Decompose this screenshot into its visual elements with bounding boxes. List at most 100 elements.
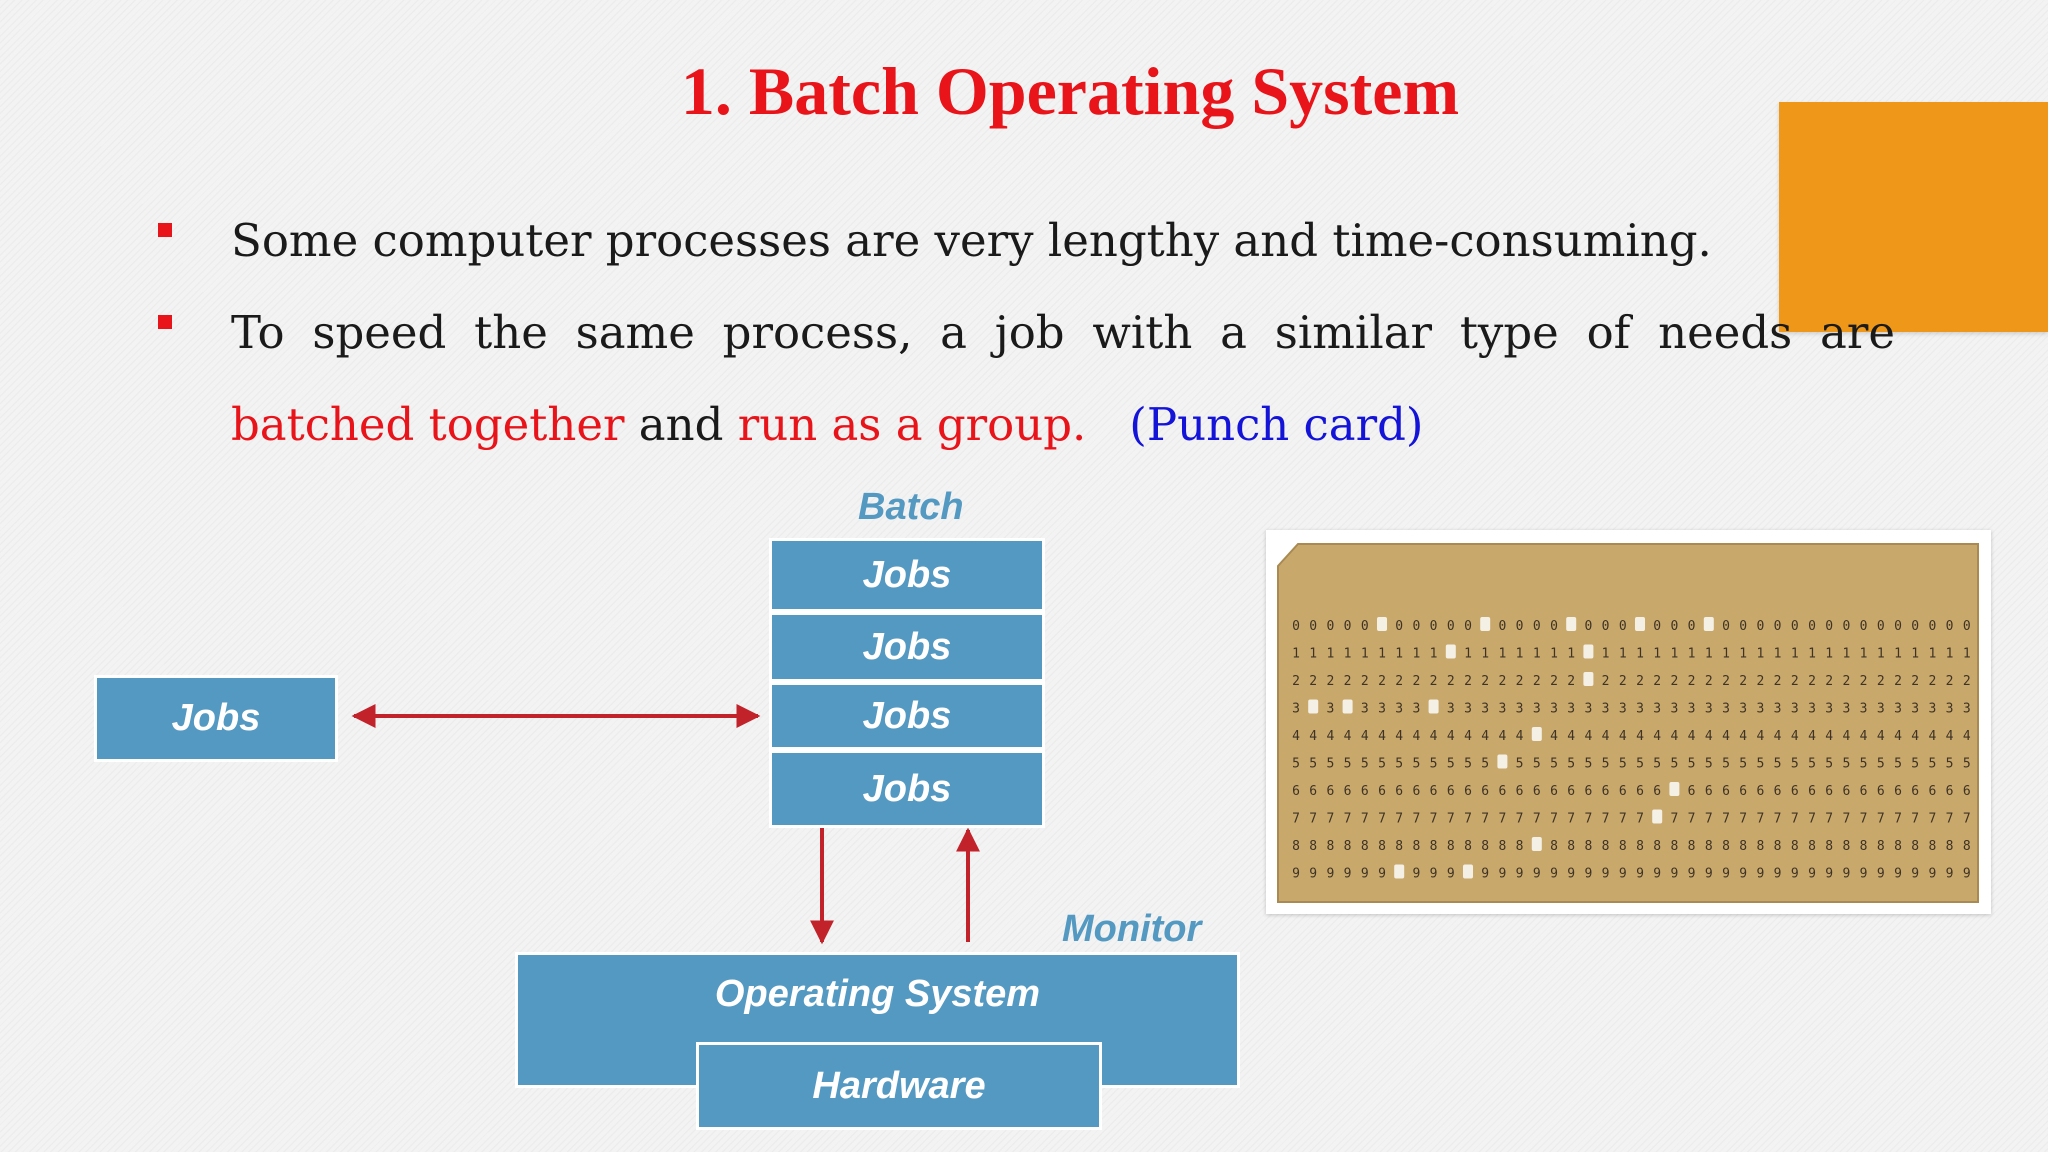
- punch-card-digit: 5: [1705, 757, 1713, 772]
- punch-card-digit: 9: [1412, 867, 1420, 882]
- punch-card-digit: 9: [1309, 867, 1317, 882]
- punch-card-digit: 7: [1464, 812, 1472, 827]
- punch-card-digit: 8: [1756, 839, 1764, 854]
- punch-card-digit: 5: [1344, 757, 1352, 772]
- punch-card-digit: 2: [1911, 674, 1919, 689]
- punch-card-digit: 0: [1756, 619, 1764, 634]
- punch-card-digit: 1: [1481, 647, 1489, 662]
- punch-card-digit: 3: [1739, 702, 1747, 717]
- punch-card-digit: 8: [1688, 839, 1696, 854]
- punch-card-digit: 4: [1670, 729, 1678, 744]
- punch-card-digit: 0: [1430, 619, 1438, 634]
- punch-card-digit: 2: [1946, 674, 1954, 689]
- punch-card-digit: 6: [1756, 784, 1764, 799]
- punch-card-digit: 5: [1326, 757, 1334, 772]
- punch-card-digit: 0: [1602, 619, 1610, 634]
- punch-card-digit: 9: [1516, 867, 1524, 882]
- punch-card-digit: 0: [1584, 619, 1592, 634]
- punched-hole: [1445, 644, 1456, 659]
- punch-card-digit: 8: [1464, 839, 1472, 854]
- punch-card-digit: 8: [1808, 839, 1816, 854]
- punch-card-digit: 2: [1498, 674, 1506, 689]
- punch-card-digit: 1: [1946, 647, 1954, 662]
- punch-card-digit: 7: [1550, 812, 1558, 827]
- punch-card-digit: 5: [1309, 757, 1317, 772]
- punch-card-digit: 3: [1860, 702, 1868, 717]
- punch-card-digit: 1: [1309, 647, 1317, 662]
- punch-card-digit: 1: [1774, 647, 1782, 662]
- punch-card-digit: 3: [1653, 702, 1661, 717]
- punch-card-digit: 0: [1877, 619, 1885, 634]
- punch-card-digit: 6: [1481, 784, 1489, 799]
- punch-card-digit: 0: [1619, 619, 1627, 634]
- punch-card-digit: 4: [1688, 729, 1696, 744]
- punch-card-digit: 5: [1722, 757, 1730, 772]
- punch-card-digit: 9: [1825, 867, 1833, 882]
- punch-card-digit: 8: [1619, 839, 1627, 854]
- punch-card-digit: 8: [1378, 839, 1386, 854]
- punch-card-digit: 9: [1808, 867, 1816, 882]
- punch-card-digit: 7: [1412, 812, 1420, 827]
- punch-card-digit: 3: [1808, 702, 1816, 717]
- spacer-text: [1086, 398, 1129, 451]
- punch-card-digit: 9: [1842, 867, 1850, 882]
- punch-card-digit: 3: [1791, 702, 1799, 717]
- punch-card-digit: 3: [1756, 702, 1764, 717]
- punch-card-digit: 1: [1464, 647, 1472, 662]
- punch-card-digit: 0: [1911, 619, 1919, 634]
- punch-card-digit: 2: [1326, 674, 1334, 689]
- punch-card-digit: 1: [1344, 647, 1352, 662]
- punch-card-digit: 4: [1877, 729, 1885, 744]
- punch-card-digit: 1: [1361, 647, 1369, 662]
- punch-card-digit: 1: [1533, 647, 1541, 662]
- punch-card-digit: 0: [1412, 619, 1420, 634]
- punch-card-digit: 0: [1842, 619, 1850, 634]
- punch-card-digit: 4: [1791, 729, 1799, 744]
- punch-card-digit: 6: [1567, 784, 1575, 799]
- punch-card-digit: 2: [1653, 674, 1661, 689]
- punch-card-digit: 0: [1361, 619, 1369, 634]
- punch-card-digit: 4: [1412, 729, 1420, 744]
- punch-card-digit: 9: [1344, 867, 1352, 882]
- punch-card-digit: 1: [1412, 647, 1420, 662]
- punch-card-digit: 8: [1516, 839, 1524, 854]
- punch-card-digit: 3: [1636, 702, 1644, 717]
- punch-card-digit: 2: [1447, 674, 1455, 689]
- punch-card-digit: 4: [1963, 729, 1971, 744]
- punched-hole: [1463, 864, 1473, 879]
- punch-card-digit: 7: [1567, 812, 1575, 827]
- punch-card-digit: 5: [1516, 757, 1524, 772]
- bullet-item: To speed the same process, a job with a …: [150, 287, 1895, 471]
- punch-card-digit: 6: [1344, 784, 1352, 799]
- punch-card-digit: 4: [1481, 729, 1489, 744]
- punch-card-digit: 7: [1584, 812, 1592, 827]
- punch-card-digit: 4: [1722, 729, 1730, 744]
- punch-card-digit: 3: [1688, 702, 1696, 717]
- punch-card-digit: 9: [1722, 867, 1730, 882]
- punch-card-digit: 5: [1292, 757, 1300, 772]
- punch-card-digit: 0: [1516, 619, 1524, 634]
- punched-hole: [1531, 837, 1542, 851]
- punch-card-digit: 1: [1722, 647, 1730, 662]
- punch-card-digit: 1: [1430, 647, 1438, 662]
- punch-card-digit: 5: [1464, 757, 1472, 772]
- punch-card-digit: 8: [1928, 839, 1936, 854]
- punch-card-digit: 4: [1361, 729, 1369, 744]
- punch-card-digit: 8: [1670, 839, 1678, 854]
- punch-card-digit: 6: [1361, 784, 1369, 799]
- punch-card-digit: 2: [1722, 674, 1730, 689]
- punch-card-digit: 2: [1963, 674, 1971, 689]
- punch-card-digit: 1: [1860, 647, 1868, 662]
- punch-card-digit: 0: [1670, 619, 1678, 634]
- punch-card-digit: 2: [1395, 674, 1403, 689]
- punch-card-digit: 4: [1430, 729, 1438, 744]
- punch-card-digit: 4: [1928, 729, 1936, 744]
- punch-card-digit: 4: [1825, 729, 1833, 744]
- punch-card-digit: 5: [1877, 757, 1885, 772]
- punch-card-digit: 2: [1894, 674, 1902, 689]
- punch-card-digit: 8: [1653, 839, 1661, 854]
- punch-card-digit: 5: [1842, 757, 1850, 772]
- punch-card-digit: 5: [1361, 757, 1369, 772]
